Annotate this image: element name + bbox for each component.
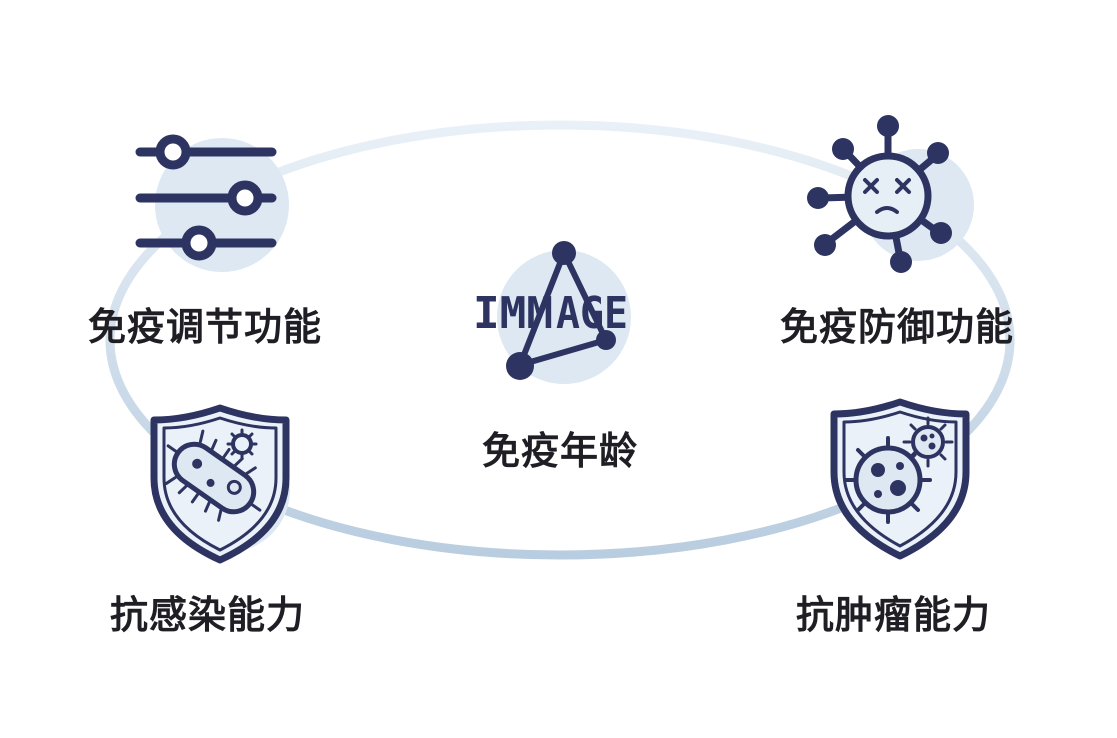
logo-text-right: AGE [556, 288, 628, 339]
node-label-anti-tumor: 抗肿瘤能力 [796, 593, 992, 637]
tumor-shield-icon [830, 398, 970, 560]
sliders-icon [135, 134, 289, 272]
node-label-immune-regulation: 免疫调节功能 [88, 305, 323, 349]
node-label-immune-defense: 免疫防御功能 [780, 305, 1015, 349]
node-label-anti-infection: 抗感染能力 [110, 593, 306, 637]
bacteria-shield-icon [150, 404, 290, 564]
orbit-ring [105, 120, 1015, 560]
triangle-network-icon [497, 241, 631, 384]
virus-icon [807, 115, 974, 273]
logo-text-left: IMM [473, 288, 553, 339]
center-label-immune-age: 免疫年龄 [482, 429, 639, 473]
